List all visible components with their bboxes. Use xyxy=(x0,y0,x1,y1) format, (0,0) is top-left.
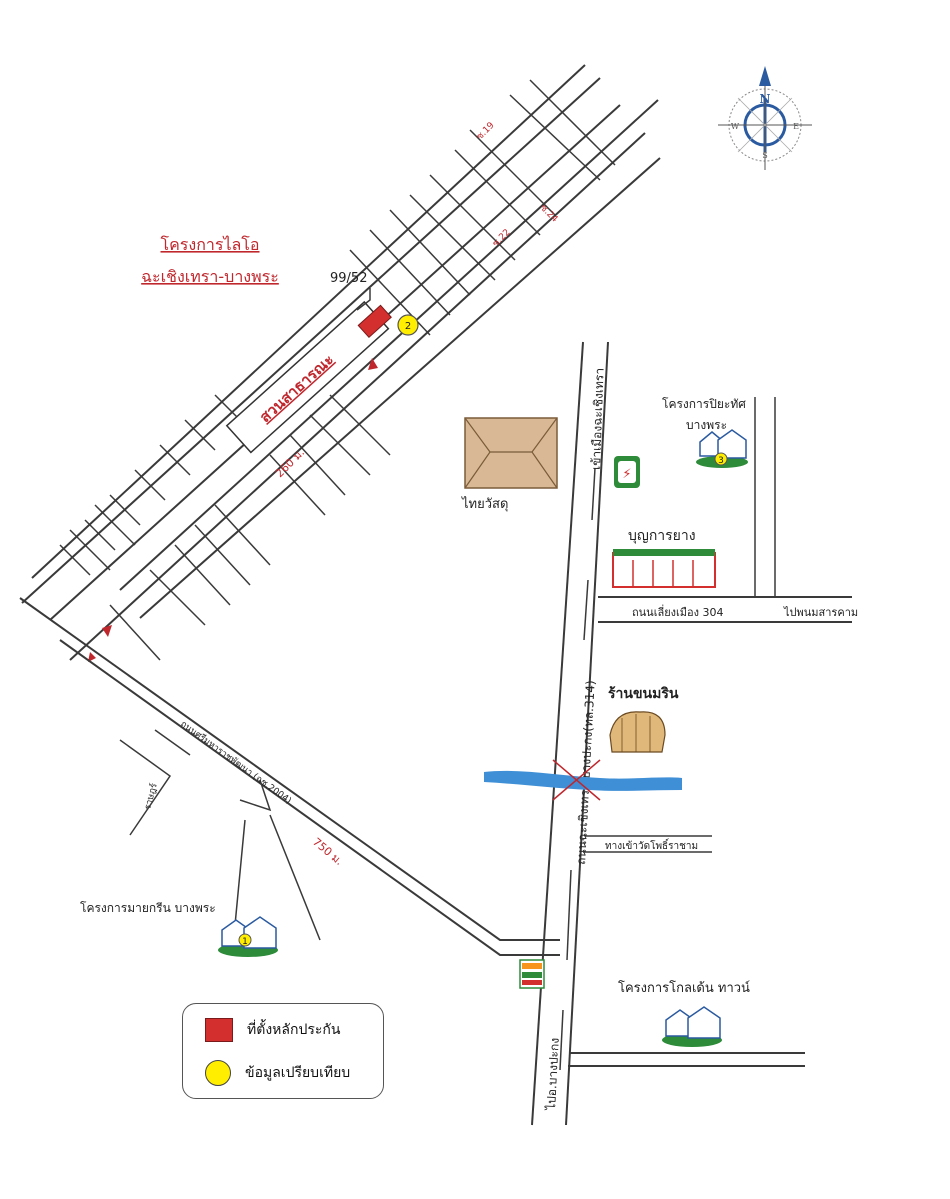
project-title-line1: โครงการไลโอ xyxy=(160,235,259,254)
compass-n: N xyxy=(760,92,771,106)
project-title-line2: ฉะเชิงเทรา-บางพระ xyxy=(141,267,279,286)
legend-location-label: ที่ตั้งหลักประกัน xyxy=(247,1022,341,1038)
legend-compare-label: ข้อมูลเปรียบเทียบ xyxy=(245,1065,351,1081)
direction-arrows xyxy=(88,358,378,662)
golden-road xyxy=(568,1052,805,1067)
legend-row-location: ที่ตั้งหลักประกัน xyxy=(205,1018,340,1042)
thai-watsadu-label: ไทยวัสดุ xyxy=(461,496,508,512)
compass-w: W xyxy=(731,122,740,131)
svg-text:2: 2 xyxy=(405,321,411,332)
bunyakarn-shop xyxy=(612,549,716,588)
srimaharaj-road xyxy=(19,597,560,956)
to-bangpakong-label: ไปอ.บางปะกง xyxy=(544,1037,562,1111)
seven-eleven-icon xyxy=(519,959,545,989)
piyatat-label-line1: โครงการปิยะทัศ xyxy=(662,397,746,411)
legend-red-swatch xyxy=(205,1018,233,1042)
bakery-icon xyxy=(609,711,666,753)
to-phanom-label: ไปพนมสารคาม xyxy=(783,606,858,619)
srimaharaj-road-label: ถนนศรีมหาราชพัฒนา (ฉช.2004) xyxy=(178,719,293,807)
svg-text:3: 3 xyxy=(718,456,724,466)
my-green-house-icon: 1 xyxy=(218,916,278,957)
bakery-label: ร้านขนมริน xyxy=(608,686,679,702)
piyatat-label-line2: บางพระ xyxy=(686,418,727,432)
wat-road xyxy=(583,835,712,853)
gas-station-icon: ⚡ xyxy=(614,456,640,488)
piyatat-house-icon: 3 xyxy=(696,429,748,468)
main-highway xyxy=(531,341,609,1126)
compass-e: E xyxy=(793,122,799,131)
golden-town-house-icon xyxy=(662,1006,722,1047)
lieng-muang-label: ถนนเลี่ยงเมือง 304 xyxy=(632,604,724,619)
soi-19-label: ซ.19 xyxy=(475,120,497,142)
street-grid xyxy=(21,64,661,661)
comparable-marker-2: 2 xyxy=(397,314,419,336)
svg-text:⚡: ⚡ xyxy=(622,467,631,482)
compass-s: S xyxy=(762,151,767,160)
collateral-location-marker xyxy=(357,304,392,339)
wat-road-label: ทางเข้าวัดโพธิ์ราชาม xyxy=(605,838,698,852)
legend-yellow-swatch xyxy=(205,1060,231,1086)
house-number-label: 99/52 xyxy=(330,271,367,286)
my-green-label: โครงการมายกรีน บางพระ xyxy=(80,901,216,915)
compass-icon xyxy=(718,66,812,170)
to-city-label: เข้าเมืองฉะเชิงเทรา xyxy=(589,368,607,470)
svg-text:1: 1 xyxy=(242,937,248,947)
legend: ที่ตั้งหลักประกัน ข้อมูลเปรียบเทียบ xyxy=(182,1003,384,1099)
river xyxy=(484,759,682,801)
lieng-muang-road xyxy=(598,397,852,623)
golden-town-label: โครงการโกลเด้น ทาวน์ xyxy=(618,980,750,996)
thai-watsadu-building xyxy=(464,417,558,489)
legend-row-compare: ข้อมูลเปรียบเทียบ xyxy=(205,1060,350,1086)
bunyakarn-label: บุญการยาง xyxy=(628,528,696,544)
